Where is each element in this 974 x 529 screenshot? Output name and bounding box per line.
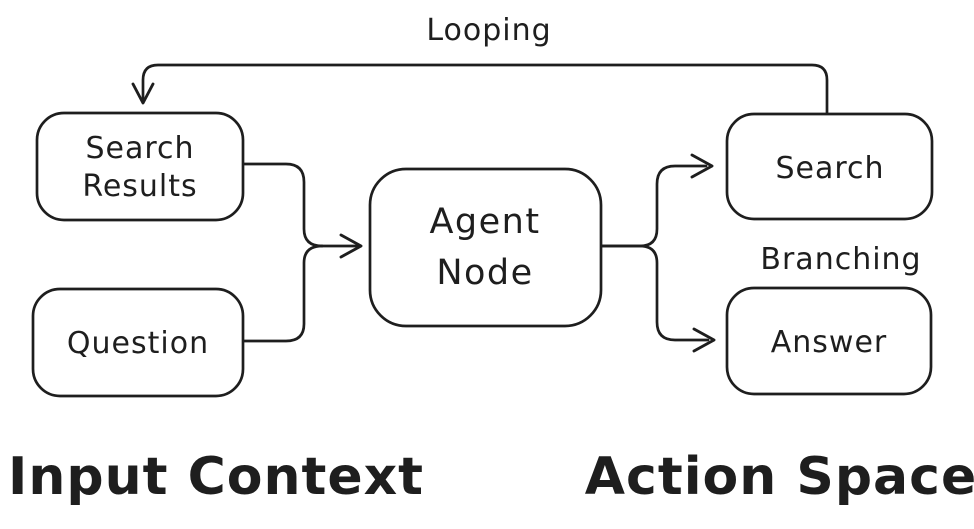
agent-node [368,167,603,328]
question-node [31,287,245,398]
search-label: Search [775,151,884,186]
answer-label: Answer [771,325,888,360]
agent-to-search-edge [599,164,708,248]
search-results-label-line2: Results [82,169,197,204]
search-arrowhead-icon [690,153,714,179]
action-space-label: Action Space [585,447,974,507]
agent-node-label-line1: Agent [429,202,540,242]
input-context-label: Input Context [8,447,424,507]
labels-group: Search Results Question Agent Node Searc… [8,13,974,507]
nodes-group [31,111,934,398]
answer-node [725,286,933,396]
agent-node-label-line2: Node [436,253,533,293]
search-results-node [35,111,245,222]
branching-label: Branching [760,242,921,277]
looping-edge [141,63,829,116]
agent-to-answer-edge [599,244,710,342]
answer-arrowhead-icon [692,327,716,353]
question-label: Question [67,326,209,361]
search-results-to-agent-edge [241,162,324,248]
search-results-label-line1: Search [85,131,194,166]
looping-arrowhead-icon [131,82,155,105]
input-arrowhead-icon [339,233,363,259]
looping-label: Looping [426,13,551,48]
search-node [725,112,934,221]
question-to-agent-edge [241,244,324,343]
edges-group [131,63,829,353]
